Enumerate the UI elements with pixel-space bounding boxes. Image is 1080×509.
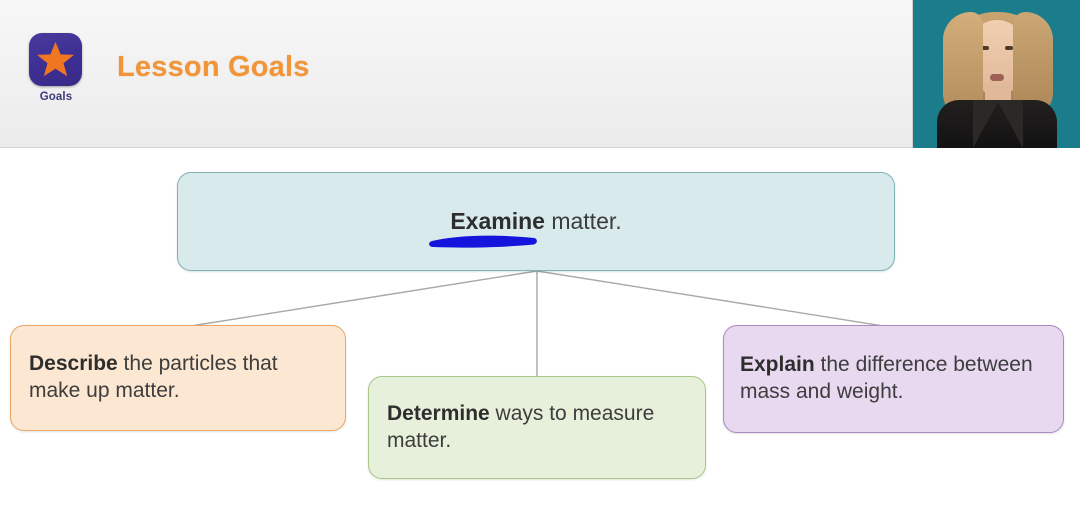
describe-bold-word: Describe: [29, 352, 118, 376]
explain-rest-text: the difference between mass and weight.: [740, 353, 1033, 403]
describe-node-text: Describe the particles that make up matt…: [29, 351, 327, 405]
explain-node-text: Explain the difference between mass and …: [740, 352, 1047, 406]
diagram-node-describe[interactable]: Describe the particles that make up matt…: [10, 325, 346, 431]
determine-rest-text: ways to measure matter.: [387, 401, 655, 452]
presenter-lapel-right: [997, 100, 1023, 148]
determine-node-text: Determine ways to measure matter.: [387, 401, 687, 455]
star-icon: [37, 42, 74, 77]
diagram-connectors: [177, 270, 897, 378]
root-node-text: Examine matter.: [450, 207, 621, 236]
goals-badge-label: Goals: [39, 91, 73, 103]
diagram-node-determine[interactable]: Determine ways to measure matter.: [368, 376, 706, 479]
determine-bold-word: Determine: [387, 401, 490, 425]
presenter-video-overlay[interactable]: [912, 0, 1080, 148]
presenter-mouth: [990, 74, 1004, 81]
diagram-node-explain[interactable]: Explain the difference between mass and …: [723, 325, 1064, 433]
goals-badge-icon: [29, 33, 82, 86]
presenter-hair-right: [1013, 12, 1053, 116]
diagram-node-root[interactable]: Examine matter.: [177, 172, 895, 271]
describe-rest-text: the particles that make up matter.: [29, 352, 278, 402]
presenter-eye-left: [981, 46, 989, 50]
presenter-lapel-left: [973, 100, 999, 148]
presenter-eye-right: [1005, 46, 1013, 50]
connector-to-explain: [536, 270, 897, 329]
presenter-hair-left: [943, 12, 983, 116]
root-bold-word: Examine: [450, 207, 545, 234]
slide-header: Goals Lesson Goals: [0, 0, 1080, 148]
connector-to-describe: [177, 270, 538, 329]
explain-bold-word: Explain: [740, 353, 815, 377]
root-rest-text: matter.: [544, 207, 622, 234]
page-title: Lesson Goals: [117, 51, 310, 83]
